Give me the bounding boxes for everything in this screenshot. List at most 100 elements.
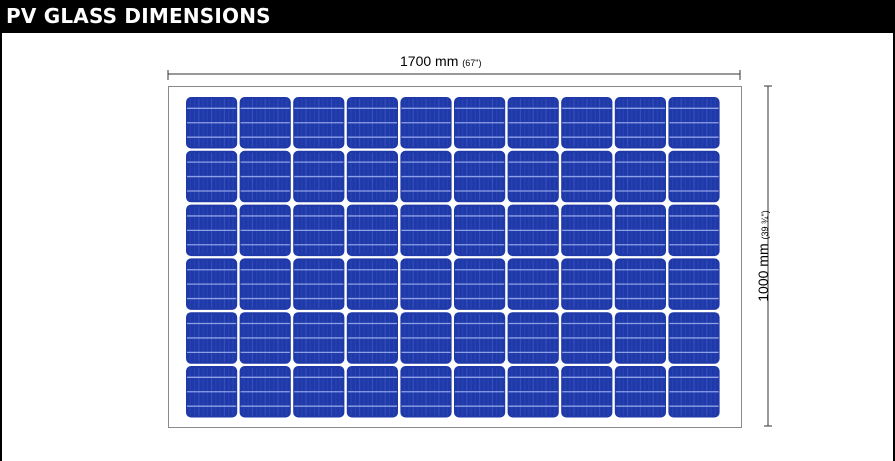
solar-cell	[239, 204, 291, 257]
cell-corner-dot	[611, 147, 617, 153]
solar-cell	[186, 366, 238, 418]
solar-cell	[400, 204, 452, 257]
cell-corner-dot	[396, 147, 402, 153]
solar-cell	[346, 97, 398, 149]
cell-corner-dot	[503, 254, 509, 260]
solar-cell	[507, 97, 559, 149]
page-title: PV GLASS DIMENSIONS	[0, 0, 895, 33]
cell-corner-dot	[289, 200, 295, 207]
solar-cell	[239, 312, 291, 364]
cell-corner-dot	[235, 254, 241, 260]
solar-cell	[400, 150, 452, 203]
solar-cell	[668, 258, 720, 310]
cell-corner-dot	[503, 147, 509, 153]
solar-cell	[239, 97, 291, 149]
cell-corner-dot	[396, 254, 402, 260]
cell-corner-dot	[611, 254, 617, 260]
solar-cell	[239, 258, 291, 310]
cell-corner-dot	[343, 362, 349, 368]
solar-cell	[239, 366, 291, 418]
solar-cell	[186, 258, 238, 310]
solar-cell	[293, 150, 345, 203]
solar-cell	[614, 97, 666, 149]
solar-cell	[668, 312, 720, 364]
pv-glass-panel	[168, 86, 742, 428]
width-label: 1700 mm (67")	[400, 53, 481, 69]
cell-corner-dot	[664, 254, 670, 260]
solar-cell	[614, 204, 666, 257]
solar-cell	[614, 312, 666, 364]
solar-cell	[293, 366, 345, 418]
cell-corner-dot	[557, 200, 563, 207]
solar-cell	[454, 258, 506, 310]
solar-cell	[400, 97, 452, 149]
solar-cell	[507, 204, 559, 257]
solar-cell	[346, 312, 398, 364]
cell-corner-dot	[664, 200, 670, 207]
cell-corner-dot	[289, 254, 295, 260]
cell-corner-dot	[557, 362, 563, 368]
cell-corner-dot	[343, 254, 349, 260]
cell-corner-dot	[557, 308, 563, 314]
cell-corner-dot	[503, 200, 509, 207]
cell-corner-dot	[611, 200, 617, 207]
solar-cell	[668, 150, 720, 203]
cell-corner-dot	[611, 362, 617, 368]
solar-cell	[561, 204, 613, 257]
solar-cell	[561, 366, 613, 418]
solar-cell	[454, 366, 506, 418]
solar-cell	[186, 150, 238, 203]
cell-corner-dot	[503, 362, 509, 368]
cell-corner-dot	[664, 362, 670, 368]
cell-corner-dot	[235, 362, 241, 368]
cell-corner-dot	[450, 308, 456, 314]
height-value: 1000 mm	[755, 243, 771, 302]
cell-corner-dot	[289, 308, 295, 314]
solar-cell	[186, 97, 238, 149]
solar-cell	[293, 312, 345, 364]
cell-corner-dot	[557, 147, 563, 153]
solar-cell	[454, 97, 506, 149]
solar-cell	[668, 366, 720, 418]
cell-corner-dot	[343, 200, 349, 207]
solar-cell	[346, 204, 398, 257]
solar-cell	[400, 312, 452, 364]
solar-cell	[346, 150, 398, 203]
width-value: 1700 mm	[400, 53, 459, 69]
cell-corner-dot	[343, 147, 349, 153]
solar-cell	[293, 97, 345, 149]
height-imperial: (39 ¾")	[760, 210, 770, 240]
cell-corner-dot	[235, 308, 241, 314]
solar-cell	[400, 366, 452, 418]
solar-cell	[668, 97, 720, 149]
cell-corner-dot	[235, 200, 241, 207]
cell-corner-dot	[450, 362, 456, 368]
cell-corner-dot	[396, 362, 402, 368]
solar-cell	[561, 150, 613, 203]
solar-cell-grid	[186, 97, 720, 418]
cell-corner-dot	[664, 308, 670, 314]
cell-corner-dot	[664, 147, 670, 153]
solar-cell	[507, 258, 559, 310]
cell-corner-dot	[450, 254, 456, 260]
cell-corner-dot	[396, 200, 402, 207]
cell-corner-dot	[289, 362, 295, 368]
solar-cell	[400, 258, 452, 310]
solar-cell	[239, 150, 291, 203]
cell-corner-dot	[343, 308, 349, 314]
cell-corner-dot	[289, 147, 295, 153]
solar-cell	[614, 366, 666, 418]
cell-corner-dot	[235, 147, 241, 153]
solar-cell	[454, 312, 506, 364]
width-imperial: (67")	[462, 58, 482, 68]
solar-cell	[454, 204, 506, 257]
solar-cell	[346, 258, 398, 310]
solar-cell	[346, 366, 398, 418]
solar-cell	[561, 97, 613, 149]
solar-cell	[614, 258, 666, 310]
solar-cell	[561, 312, 613, 364]
solar-cell	[507, 150, 559, 203]
solar-cell	[668, 204, 720, 257]
